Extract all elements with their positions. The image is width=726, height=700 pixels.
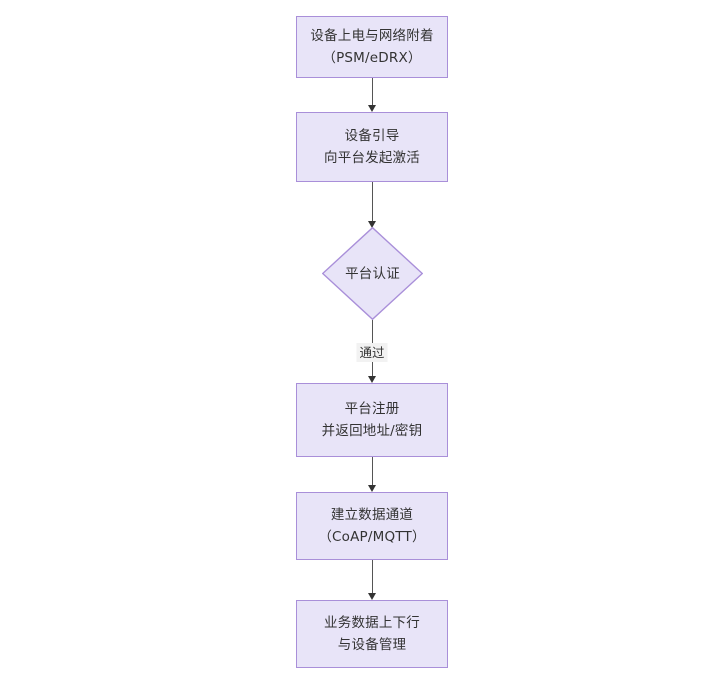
node-power-on-line-2: （PSM/eDRX）: [322, 50, 422, 66]
edge-label-pass: 通过: [356, 343, 388, 362]
edge-auth-to-register-arrow: [367, 376, 376, 383]
node-data-channel[interactable]: 建立数据通道 （CoAP/MQTT）: [296, 492, 448, 560]
node-platform-auth-label: 平台认证: [345, 265, 400, 282]
node-bootstrap[interactable]: 设备引导 向平台发起激活: [296, 112, 448, 182]
node-platform-register[interactable]: 平台注册 并返回地址/密钥: [296, 383, 448, 457]
node-business-data[interactable]: 业务数据上下行 与设备管理: [296, 600, 448, 668]
node-bootstrap-line-1: 设备引导: [344, 128, 400, 144]
edge-register-to-channel-arrow: [367, 485, 376, 492]
edge-channel-to-business-arrow: [367, 593, 376, 600]
node-power-on[interactable]: 设备上电与网络附着 （PSM/eDRX）: [296, 16, 448, 78]
node-data-channel-line-2: （CoAP/MQTT）: [318, 529, 426, 545]
edge-power-on-to-bootstrap-line: [372, 78, 373, 108]
node-business-data-line-2: 与设备管理: [337, 637, 407, 653]
node-bootstrap-line-2: 向平台发起激活: [324, 150, 420, 166]
diamond-shape-icon: [322, 227, 423, 320]
node-platform-register-line-1: 平台注册: [344, 401, 400, 417]
node-power-on-line-1: 设备上电与网络附着: [310, 28, 434, 44]
edge-bootstrap-to-auth-arrow: [367, 221, 376, 228]
edge-channel-to-business-line: [372, 560, 373, 596]
node-data-channel-line-1: 建立数据通道: [330, 507, 414, 523]
edge-power-on-to-bootstrap-arrow: [367, 105, 376, 112]
edge-register-to-channel-line: [372, 457, 373, 488]
node-business-data-line-1: 业务数据上下行: [324, 615, 420, 631]
node-platform-register-line-2: 并返回地址/密钥: [321, 423, 423, 439]
edge-bootstrap-to-auth-line: [372, 182, 373, 224]
node-platform-auth[interactable]: 平台认证: [322, 227, 423, 320]
